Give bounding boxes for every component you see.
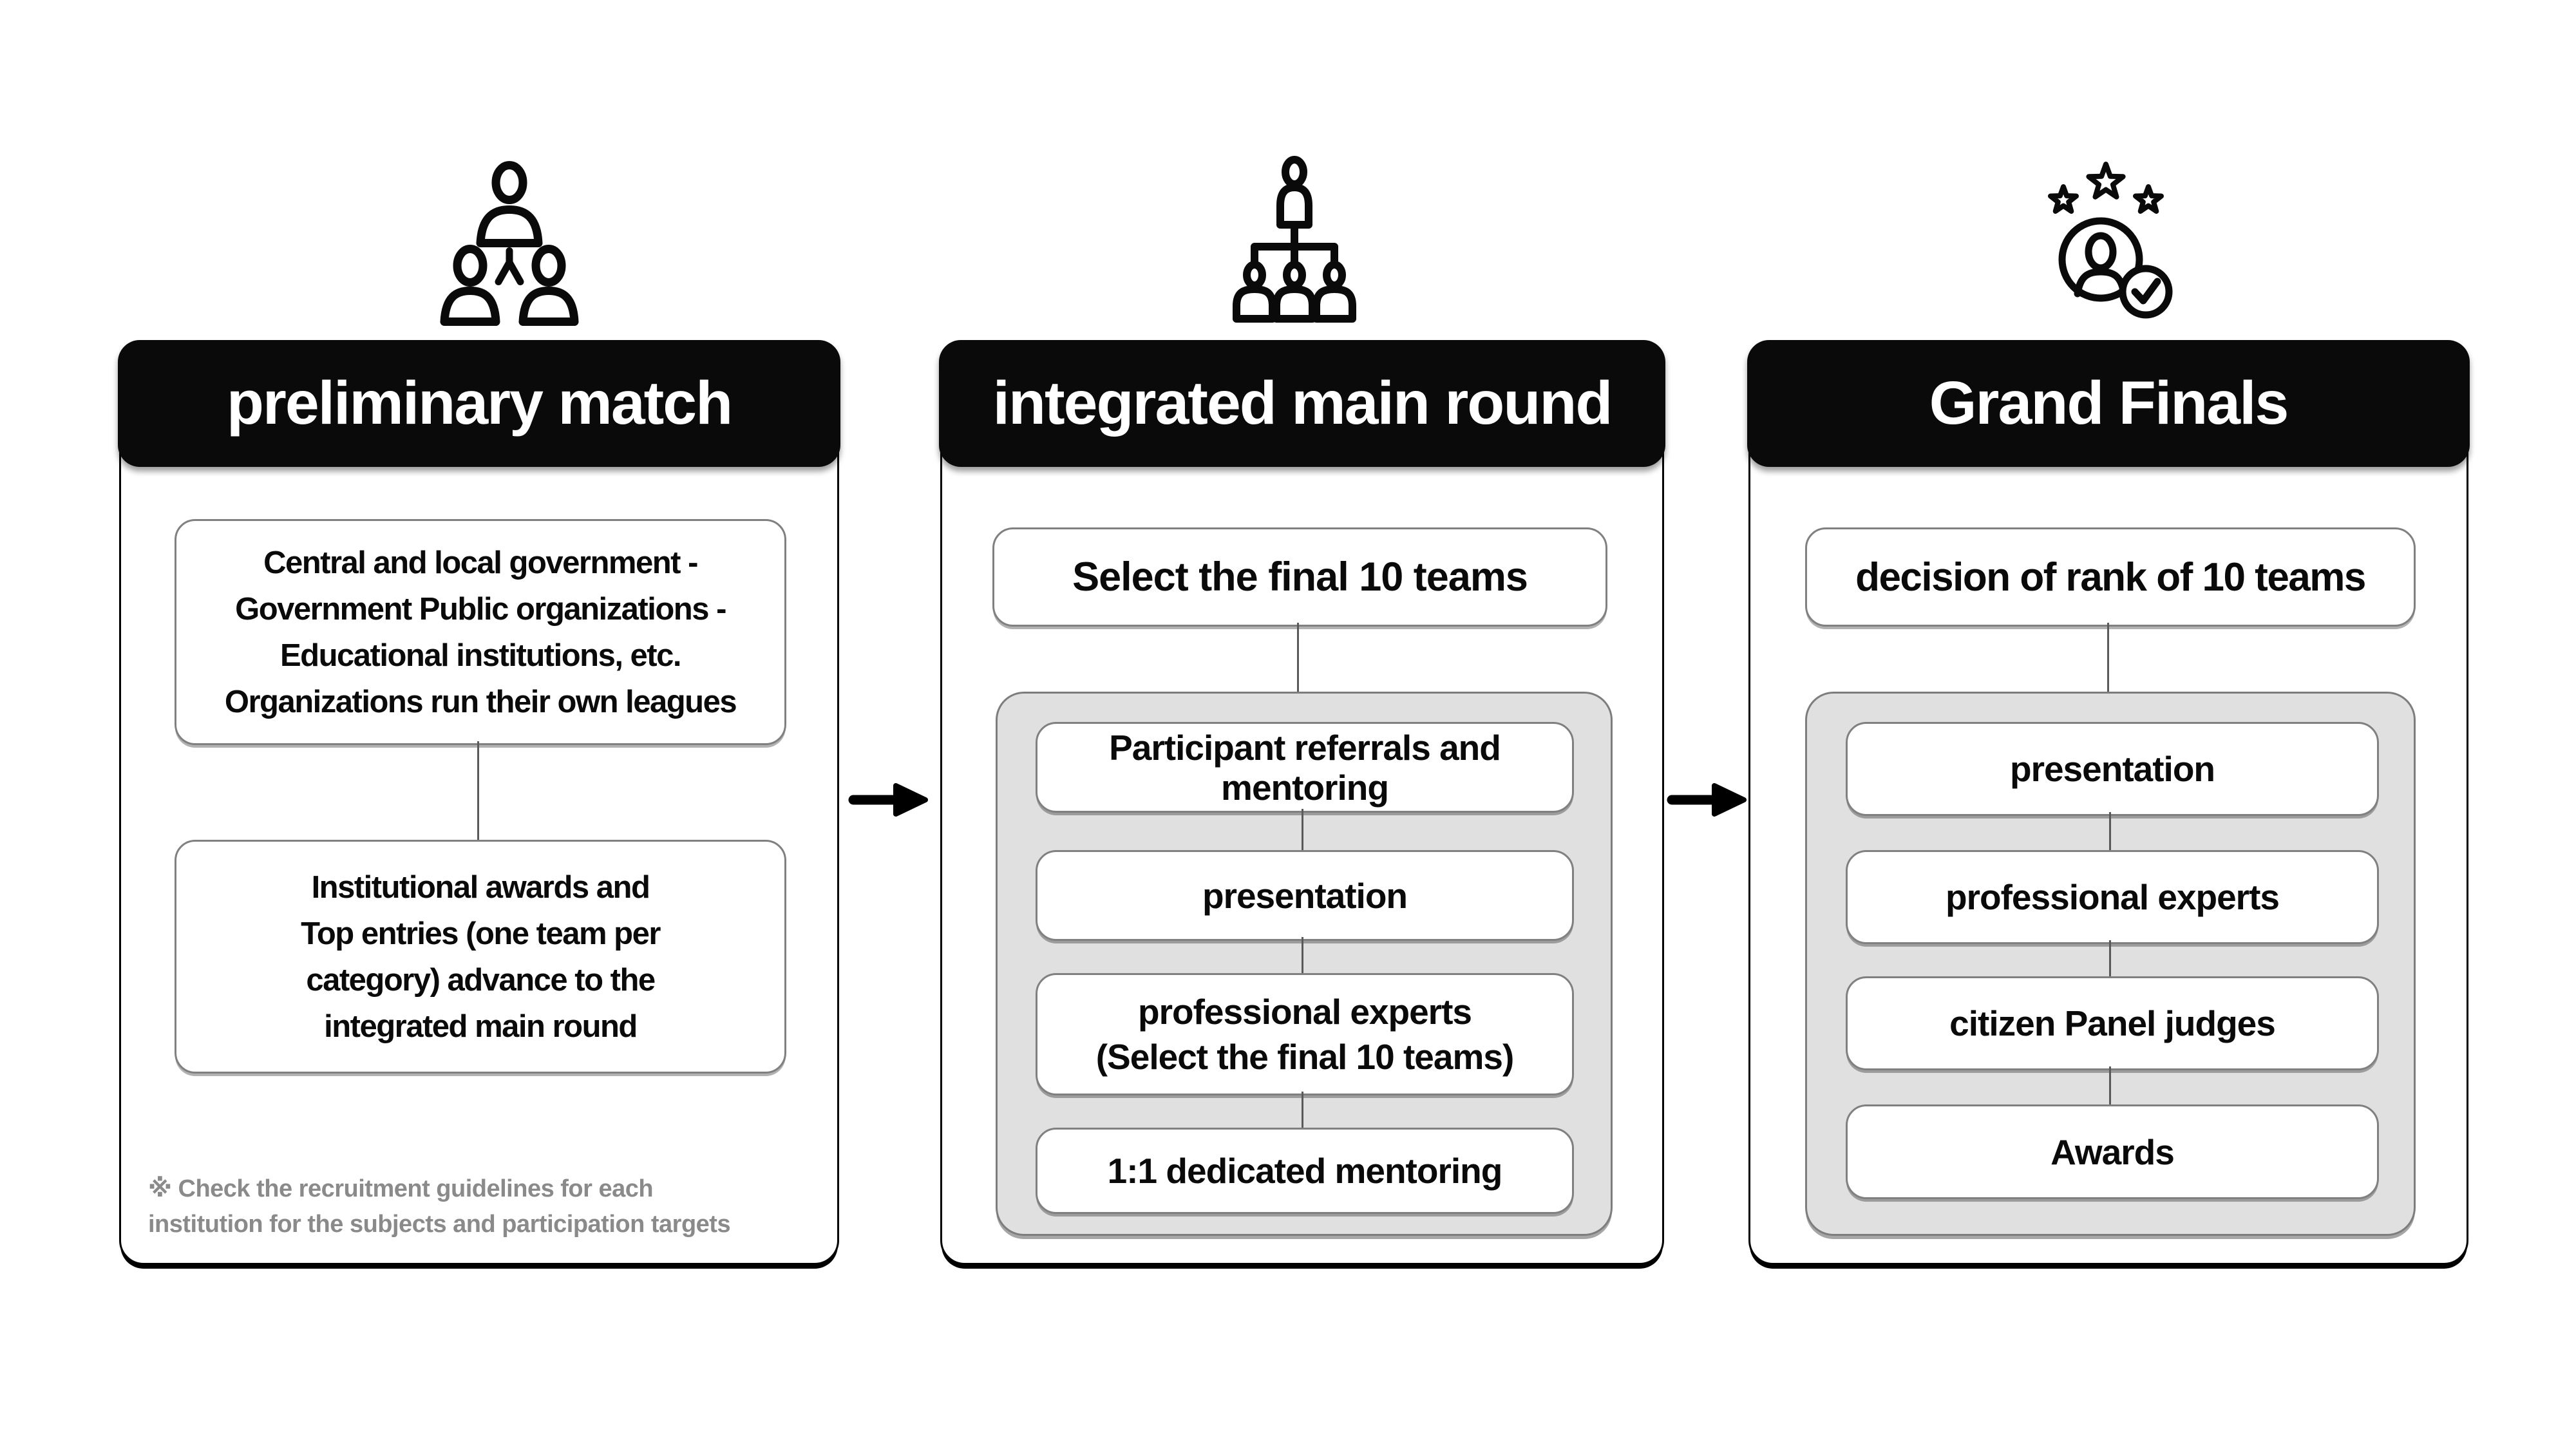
step-awards: Awards [1846, 1104, 2379, 1199]
step-presentation-text: presentation [2009, 749, 2215, 789]
rank-decision-box: decision of rank of 10 teams [1805, 527, 2416, 627]
step-professional-experts-text: professional experts (Select the final 1… [1095, 992, 1515, 1077]
connector-line [1302, 937, 1303, 973]
step-dedicated-mentoring-text: 1:1 dedicated mentoring [1107, 1151, 1503, 1191]
advancement-box: Institutional awards and Top entries (on… [175, 840, 786, 1074]
connector-line [477, 741, 479, 840]
step-referrals-mentoring-text: Participant referrals and mentoring [1109, 727, 1501, 808]
step-citizen-panel-judges: citizen Panel judges [1846, 976, 2379, 1070]
step-citizen-panel-judges-text: citizen Panel judges [1949, 1003, 2276, 1043]
integrated-main-round-header-label: integrated main round [992, 369, 1613, 437]
connector-line [2109, 812, 2111, 850]
winner-badge-icon [2022, 158, 2190, 325]
recruitment-footnote: ※ Check the recruitment guidelines for e… [148, 1175, 731, 1238]
connector-line [2109, 1066, 2111, 1104]
step-awards-text: Awards [2050, 1132, 2175, 1172]
integrated-main-round-header: integrated main round [939, 340, 1665, 467]
organizers-box: Central and local government - Governmen… [175, 519, 786, 745]
step-presentation: presentation [1846, 722, 2379, 816]
step-presentation-text: presentation [1202, 875, 1408, 916]
main-round-steps-container: Participant referrals and mentoring pres… [996, 692, 1613, 1236]
connector-line [2109, 940, 2111, 976]
step-referrals-mentoring: Participant referrals and mentoring [1036, 722, 1574, 813]
rank-decision-text: decision of rank of 10 teams [1855, 554, 2366, 600]
preliminary-match-header: preliminary match [118, 340, 840, 467]
arrow-right-icon [848, 781, 929, 819]
connector-line [2107, 623, 2109, 692]
step-professional-experts-text: professional experts [1946, 877, 2280, 917]
grand-finals-steps-container: presentation professional experts citize… [1805, 692, 2416, 1236]
step-presentation: presentation [1036, 850, 1574, 941]
step-dedicated-mentoring: 1:1 dedicated mentoring [1036, 1128, 1574, 1214]
connector-line [1302, 1092, 1303, 1128]
connector-line [1297, 623, 1299, 692]
people-group-icon [429, 158, 590, 328]
step-professional-experts: professional experts (Select the final 1… [1036, 973, 1574, 1095]
arrow-right-icon [1667, 781, 1748, 819]
select-final-teams-text: Select the final 10 teams [1072, 554, 1528, 600]
organizers-box-text: Central and local government - Governmen… [224, 545, 737, 719]
grand-finals-header-label: Grand Finals [1929, 369, 2289, 437]
panel-preliminary-match: preliminary match Central and local gove… [118, 340, 840, 1265]
advancement-box-text: Institutional awards and Top entries (on… [301, 869, 661, 1044]
step-professional-experts: professional experts [1846, 850, 2379, 944]
select-final-teams-box: Select the final 10 teams [992, 527, 1607, 627]
connector-line [1302, 809, 1303, 850]
org-chart-icon [1214, 153, 1375, 328]
panel-grand-finals: Grand Finals decision of rank of 10 team… [1747, 340, 2470, 1265]
preliminary-match-header-label: preliminary match [226, 369, 733, 437]
panel-integrated-main-round: integrated main round Select the final 1… [939, 340, 1665, 1265]
grand-finals-header: Grand Finals [1747, 340, 2470, 467]
